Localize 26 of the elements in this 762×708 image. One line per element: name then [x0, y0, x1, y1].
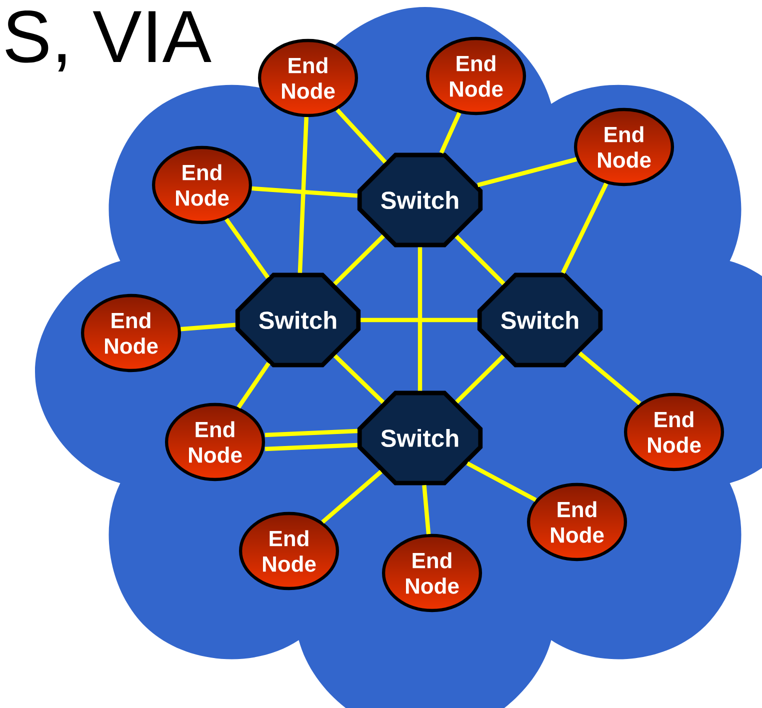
link-line: [422, 485, 431, 534]
switch-box: Switch: [235, 272, 361, 368]
link-line: [336, 108, 387, 164]
link-line: [477, 157, 578, 188]
link-line: [236, 362, 270, 409]
link-line: [455, 354, 505, 404]
switch-box: Switch: [357, 390, 483, 486]
link-line: [466, 461, 537, 502]
switch-box: Switch: [357, 152, 483, 248]
link-line: [298, 116, 308, 273]
switch-box: Switch: [477, 272, 603, 368]
link-line: [578, 351, 642, 406]
link-line: [439, 112, 462, 154]
link-line: [333, 354, 385, 404]
link-line: [264, 442, 358, 452]
link-line: [360, 318, 478, 322]
link-line: [333, 234, 385, 286]
link-line: [418, 247, 422, 391]
link-line: [264, 428, 358, 438]
link-line: [252, 186, 358, 198]
link-line: [454, 234, 506, 286]
link-line: [180, 322, 236, 332]
title: S, VIA: [6, 10, 212, 72]
link-line: [224, 218, 270, 279]
link-line: [321, 470, 382, 524]
link-line: [561, 182, 608, 274]
